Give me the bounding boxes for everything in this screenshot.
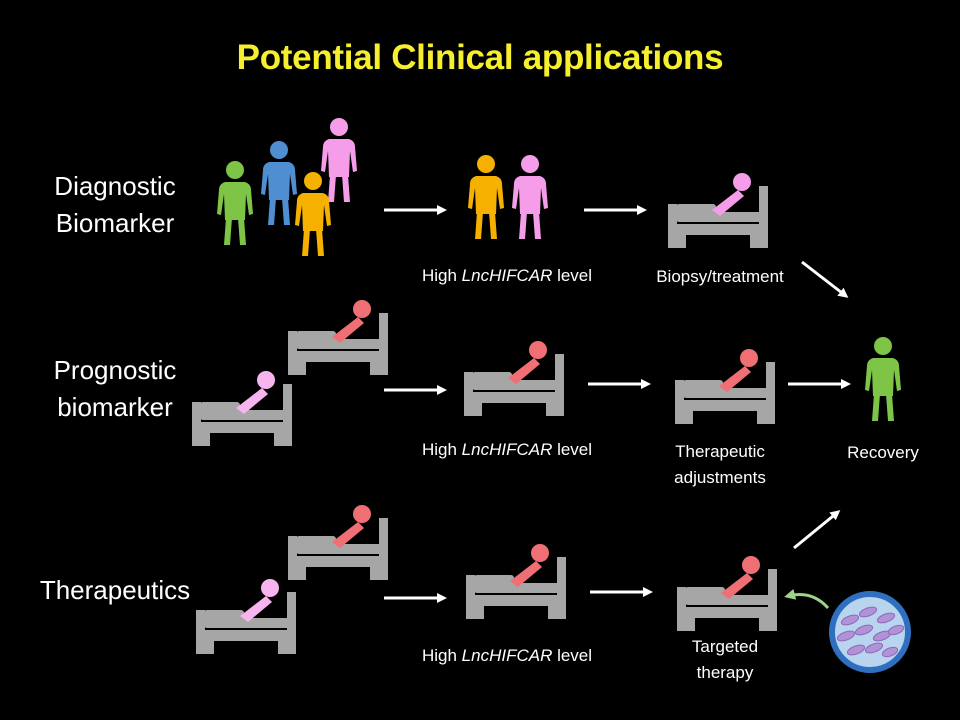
drug-dish-icon — [829, 591, 911, 673]
hospital-bed-icon — [464, 341, 564, 416]
row-label-prognostic: Prognostic biomarker — [40, 352, 190, 426]
row-label-diagnostic-line1: Diagnostic — [54, 171, 176, 201]
caption-text: level — [552, 440, 593, 459]
caption-text: level — [552, 646, 593, 665]
caption-text: High — [421, 266, 462, 285]
hospital-bed-icon — [196, 579, 296, 654]
caption-biopsy-treatment: Biopsy/treatment — [656, 267, 784, 286]
gene-name: LncHIFCAR — [461, 440, 553, 459]
caption-targeted-therapy: Targeted therapy — [655, 634, 795, 686]
caption-line2: adjustments — [674, 468, 766, 487]
row-label-prognostic-line2: biomarker — [57, 392, 173, 422]
caption-therapeutics-high-level: High LncHIFCAR level — [397, 643, 617, 669]
gene-name: LncHIFCAR — [461, 266, 553, 285]
person-icon — [468, 155, 504, 239]
arrow-icon — [801, 260, 849, 298]
gene-name: LncHIFCAR — [461, 646, 553, 665]
arrow-icon — [793, 510, 841, 550]
caption-line2: therapy — [696, 663, 754, 682]
person-icon — [261, 141, 297, 225]
caption-therapeutic-adjustments: Therapeutic adjustments — [640, 439, 800, 491]
person-icon — [295, 172, 331, 256]
hospital-bed-icon — [192, 371, 292, 446]
caption-text: High — [421, 440, 462, 459]
hospital-bed-icon — [675, 349, 775, 424]
crowd-of-people — [217, 118, 357, 256]
hospital-bed-icon — [677, 556, 777, 631]
row-label-diagnostic-line2: Biomarker — [55, 208, 175, 238]
caption-diagnostic-high-level: High LncHIFCAR level — [397, 263, 617, 289]
caption-text: High — [421, 646, 462, 665]
hospital-bed-icon — [668, 173, 768, 248]
caption-recovery: Recovery — [847, 443, 919, 462]
hospital-bed-icon — [466, 544, 566, 619]
caption-line1: Targeted — [691, 637, 759, 656]
person-icon — [865, 337, 901, 421]
person-icon — [321, 118, 357, 202]
high-level-people — [468, 155, 548, 239]
person-icon — [512, 155, 548, 239]
row-label-therapeutics: Therapeutics — [39, 575, 191, 605]
row-label-diagnostic: Diagnostic Biomarker — [40, 168, 190, 242]
curved-arrow-icon — [784, 588, 830, 610]
caption-prognostic-high-level: High LncHIFCAR level — [397, 437, 617, 463]
hospital-bed-icon — [288, 300, 388, 375]
person-icon — [217, 161, 253, 245]
row-label-prognostic-line1: Prognostic — [53, 355, 177, 385]
slide-title: Potential Clinical applications — [236, 38, 724, 77]
caption-line1: Therapeutic — [675, 442, 765, 461]
hospital-bed-icon — [288, 505, 388, 580]
caption-text: level — [552, 266, 593, 285]
